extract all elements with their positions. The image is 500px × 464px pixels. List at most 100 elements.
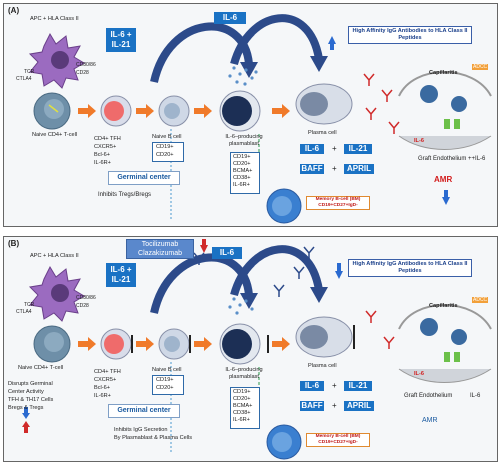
tcr-label: TCR	[24, 69, 35, 75]
up-arrow-icon	[22, 421, 30, 433]
ctla4-label: CTLA4	[16, 309, 32, 315]
panel-label: (A)	[8, 6, 20, 15]
tfh-marker-4: IL-6R+	[94, 393, 111, 399]
down-arrow-icon	[442, 190, 450, 205]
pb-marker-1: CD19+	[233, 154, 251, 160]
tcr-label: TCR	[24, 302, 35, 308]
naive-b-markers-box: CD19+ CD20+	[152, 375, 184, 395]
inhibits-label: Inhibits Tregs/Bregs	[98, 192, 152, 198]
memory-b-box: Memory B-cell (BM) CD19+CD27+IgD-	[306, 196, 370, 210]
apc-cell-icon	[28, 265, 85, 322]
orange-arrow-icon	[78, 337, 96, 351]
pb-marker-5: IL-6R+	[233, 417, 250, 423]
mab-icons	[193, 246, 315, 297]
amr-label: AMR	[434, 175, 453, 184]
naive-b-marker-2: CD20+	[156, 152, 174, 158]
memory-b-box: Memory B-cell (BM) CD19+CD27+IgD-	[306, 433, 370, 447]
cap-il6-label: IL-6	[414, 371, 424, 377]
apc-label: APC + HLA Class II	[30, 253, 79, 259]
pb-markers-box: CD19+ CD20+ BCMA+ CD38+ IL-6R+	[230, 387, 260, 429]
high-affinity-box: High Affinity IgG Antibodies to HLA Clas…	[348, 26, 472, 44]
pb-marker-1: CD19+	[233, 389, 251, 395]
cytokine-il6: IL-6	[300, 381, 324, 391]
naive-b-marker-2: CD20+	[156, 385, 174, 391]
plasma-label: Plasma cell	[308, 130, 337, 136]
endothelium-icon	[398, 135, 492, 150]
cytokine-il21: IL-21	[344, 381, 372, 391]
pb-marker-5: IL-6R+	[233, 182, 250, 188]
il6-box: IL-6	[214, 12, 246, 24]
tfh-marker-2: CXCR5+	[94, 377, 117, 383]
naive-t-label: Naive CD4+ T-cell	[18, 365, 64, 371]
plus-sign: +	[332, 164, 337, 173]
germinal-center-label: Germinal center	[108, 171, 180, 185]
disrupts-line-3: TFH & TH17 Cells	[8, 397, 54, 403]
graft-label: Graft Endothelium	[404, 393, 453, 399]
down-arrow-icon	[22, 407, 30, 419]
amr-label: AMR	[422, 417, 438, 424]
memory-b-markers: CD19+CD27+IgD-	[318, 440, 358, 445]
down-arrow-icon	[335, 263, 343, 279]
cytokine-baff: BAFF	[300, 401, 324, 411]
naive-t-label: Naive CD4+ T-cell	[32, 132, 78, 138]
capillaritis-label: Capillaritis	[429, 70, 458, 76]
il6-box: IL-6	[212, 247, 242, 259]
il6-dots	[228, 297, 254, 315]
tfh-marker-3: Bcl-6+	[94, 152, 111, 158]
capillary-icon	[398, 304, 492, 330]
disrupts-line-2: Center Activity	[8, 389, 44, 395]
cytokine-il6: IL-6	[300, 144, 324, 154]
drugs-box: Tocilizumab Clazakizumab	[126, 239, 194, 259]
tfh-marker-1: CD4+ TFH	[94, 136, 121, 142]
plus-sign: +	[332, 381, 337, 390]
graft-il6-label: IL-6	[470, 393, 481, 399]
apc-cell-icon	[28, 32, 85, 89]
cd28-label: CD28	[76, 303, 89, 309]
plus-sign: +	[332, 401, 337, 410]
adcc-label: ADCC	[472, 64, 489, 70]
pb-marker-3: BCMA+	[233, 168, 253, 174]
ctla4-label: CTLA4	[16, 76, 32, 82]
inhibits-igg-line-1: Inhibits IgG Secretion	[114, 427, 168, 433]
pb-marker-3: BCMA+	[233, 403, 253, 409]
cap-il6-label: IL-6	[414, 138, 424, 144]
drug-2: Clazakizumab	[138, 250, 182, 257]
orange-arrow-icon	[136, 337, 154, 351]
orange-arrow-icon	[272, 104, 290, 118]
plasmablast-label: IL-6–producing plasmablast	[225, 367, 263, 380]
tfh-marker-2: CXCR5+	[94, 144, 117, 150]
adcc-label: ADCC	[472, 297, 489, 303]
il6-il21-box: IL-6 + IL-21	[106, 28, 136, 52]
block-bars	[131, 325, 355, 353]
inhibits-igg-line-2: By Plasmablast & Plasma Cells	[114, 435, 193, 441]
panel-label: (B)	[8, 239, 20, 248]
cytokine-baff: BAFF	[300, 164, 324, 174]
tfh-marker-1: CD4+ TFH	[94, 369, 121, 375]
orange-arrow-icon	[194, 104, 212, 118]
panel-a-graphics	[28, 14, 492, 224]
cd80-label: CD80/86	[76, 295, 96, 301]
cytokine-april: APRIL	[344, 401, 374, 411]
tfh-marker-3: Bcl-6+	[94, 385, 111, 391]
plasmablast-label: IL-6–producing plasmablast	[225, 134, 263, 147]
cytokine-il21: IL-21	[344, 144, 372, 154]
pb-markers-box: CD19+ CD20+ BCMA+ CD38+ IL-6R+	[230, 152, 260, 194]
il6-dots	[228, 66, 258, 86]
curved-arrow-icon	[230, 14, 323, 66]
disrupts-line-4: Bregs & Tregs	[8, 405, 44, 411]
pb-marker-4: CD38+	[233, 175, 251, 181]
cd80-label: CD80/86	[76, 62, 96, 68]
memory-b-label: Memory B-cell (BM)	[315, 197, 361, 202]
up-arrow-icon	[328, 36, 336, 50]
cd28-label: CD28	[76, 70, 89, 76]
endothelium-icon	[398, 368, 492, 383]
capillaritis-label: Capillaritis	[429, 303, 458, 309]
pb-marker-2: CD20+	[233, 161, 251, 167]
germinal-center-label: Germinal center	[108, 404, 180, 418]
disrupts-line-1: Disrupts Germinal	[8, 381, 53, 387]
pb-marker-4: CD38+	[233, 410, 251, 416]
cytokine-april: APRIL	[344, 164, 374, 174]
orange-arrow-icon	[194, 337, 212, 351]
plus-sign: +	[332, 144, 337, 153]
plasma-label: Plasma cell	[308, 363, 337, 369]
